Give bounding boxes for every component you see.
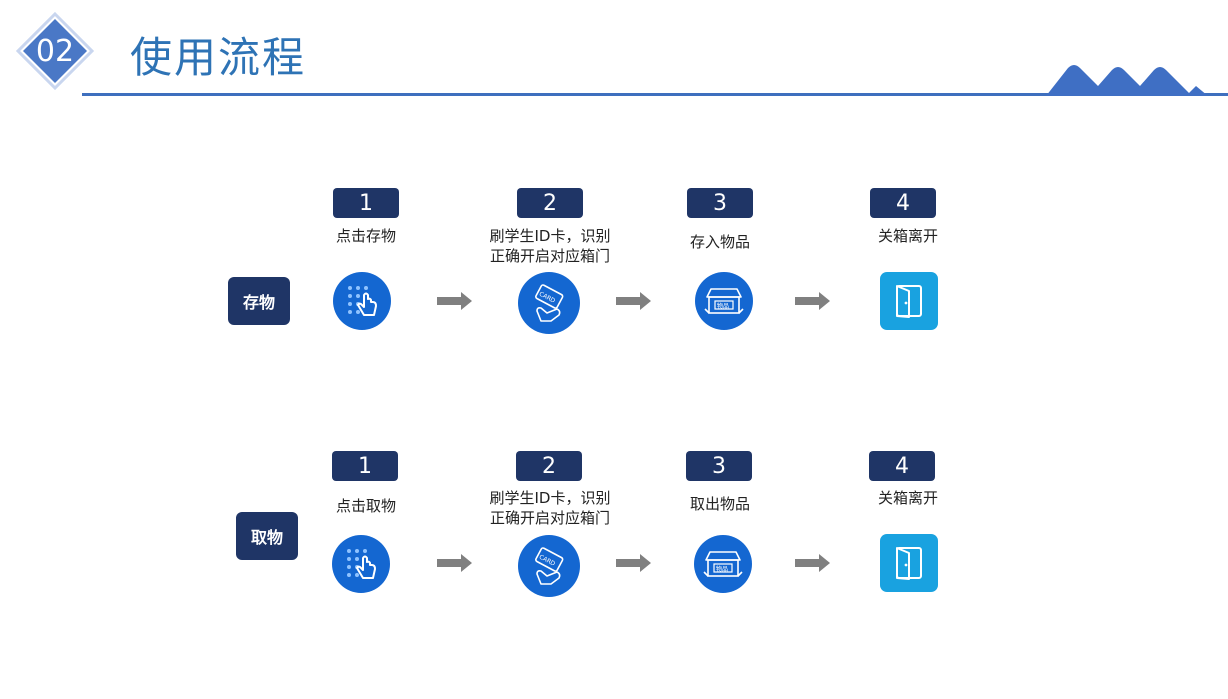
step-number: 2 xyxy=(516,451,582,481)
arrow-right-icon xyxy=(795,291,831,311)
step-text: 关箱离开 xyxy=(877,227,938,245)
locker-box-icon[interactable]: 物品 xyxy=(694,535,752,593)
arrow-right-icon xyxy=(795,553,831,573)
step-text-line: 正确开启对应箱门 xyxy=(489,509,610,527)
card-label: CARD xyxy=(538,554,557,568)
row-label-retrieve: 取物 xyxy=(236,512,298,560)
step-text: 点击取物 xyxy=(335,497,396,515)
step-number: 3 xyxy=(687,188,753,218)
step-number: 1 xyxy=(333,188,399,218)
card-label: CARD xyxy=(538,291,557,305)
step-number: 1 xyxy=(332,451,398,481)
box-label: 物品 xyxy=(717,302,729,310)
section-number: 02 xyxy=(35,33,75,69)
step-text: 取出物品 xyxy=(689,495,750,513)
step-text-line: 正确开启对应箱门 xyxy=(489,247,610,265)
door-icon[interactable] xyxy=(880,534,938,592)
step-number: 3 xyxy=(686,451,752,481)
arrow-right-icon xyxy=(616,553,652,573)
step-text: 存入物品 xyxy=(689,233,750,251)
step-text: 关箱离开 xyxy=(877,489,938,507)
page-title: 使用流程 xyxy=(130,33,307,82)
mountain-decoration xyxy=(1046,62,1208,96)
arrow-right-icon xyxy=(437,553,473,573)
step-text: 刷学生ID卡，识别 正确开启对应箱门 xyxy=(470,226,630,266)
keypad-touch-icon[interactable] xyxy=(333,272,391,330)
door-icon[interactable] xyxy=(880,272,938,330)
step-text: 刷学生ID卡，识别 正确开启对应箱门 xyxy=(470,488,630,528)
step-text-line: 刷学生ID卡，识别 xyxy=(489,489,611,507)
step-text-line: 刷学生ID卡，识别 xyxy=(489,227,611,245)
arrow-right-icon xyxy=(437,291,473,311)
step-number: 2 xyxy=(517,188,583,218)
section-badge xyxy=(16,12,94,90)
locker-box-icon[interactable]: 物品 xyxy=(695,272,753,330)
step-number: 4 xyxy=(869,451,935,481)
arrow-right-icon xyxy=(616,291,652,311)
keypad-touch-icon[interactable] xyxy=(332,535,390,593)
box-label: 物品 xyxy=(716,565,728,573)
step-number: 4 xyxy=(870,188,936,218)
row-label-store: 存物 xyxy=(228,277,290,325)
step-text: 点击存物 xyxy=(335,227,396,245)
card-swipe-icon[interactable]: CARD xyxy=(518,272,580,334)
header-divider xyxy=(82,93,1228,96)
card-swipe-icon[interactable]: CARD xyxy=(518,535,580,597)
